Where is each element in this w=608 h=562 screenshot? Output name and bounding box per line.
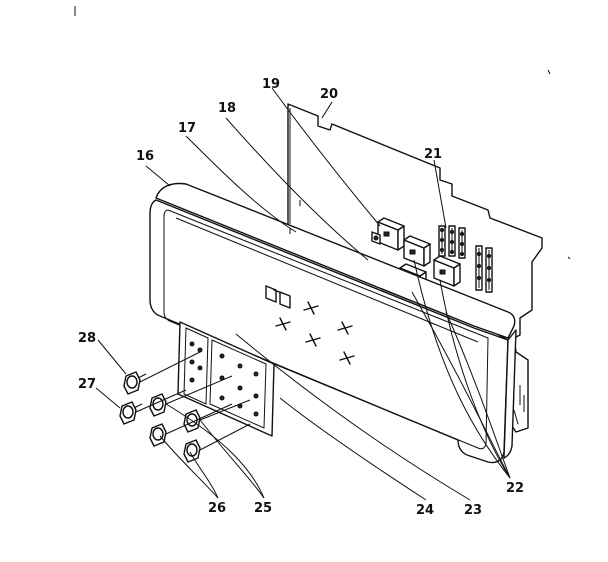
relay-19 (377, 217, 405, 251)
callout-28: 28 (78, 331, 96, 346)
control-panel-16 (149, 182, 517, 464)
callout-17: 17 (178, 121, 196, 136)
plate-contacts (189, 341, 259, 417)
callout-26: 26 (208, 501, 226, 516)
callout-23: 23 (464, 503, 482, 518)
button-26b (183, 439, 201, 463)
buttons (119, 351, 251, 463)
panel-keypad-symbols (265, 285, 355, 365)
callout-25: 25 (254, 501, 272, 516)
scan-marks (74, 6, 571, 260)
relay-22a (403, 235, 431, 267)
connector-strip-d (475, 245, 483, 291)
callout-24: 24 (416, 503, 434, 518)
callout-16: 16 (136, 149, 154, 164)
button-27 (119, 401, 143, 425)
connector-strip-b (448, 225, 456, 257)
button-26a (149, 423, 167, 447)
callout-20: 20 (320, 87, 338, 102)
connector-strips (438, 225, 493, 293)
relay-22b (433, 255, 461, 287)
button-28 (123, 371, 147, 395)
callout-18: 18 (218, 101, 236, 116)
connector-strip-a (438, 225, 446, 257)
callout-27: 27 (78, 377, 96, 392)
connector-strip-c (458, 227, 466, 259)
callout-labels: 16 17 18 19 20 21 22 23 24 25 26 27 28 (78, 77, 524, 518)
leader-lines (95, 87, 511, 501)
callout-21: 21 (424, 147, 442, 162)
clip-18 (371, 231, 381, 245)
callout-22: 22 (506, 481, 524, 496)
callout-19: 19 (262, 77, 280, 92)
connector-strip-e (485, 247, 493, 293)
